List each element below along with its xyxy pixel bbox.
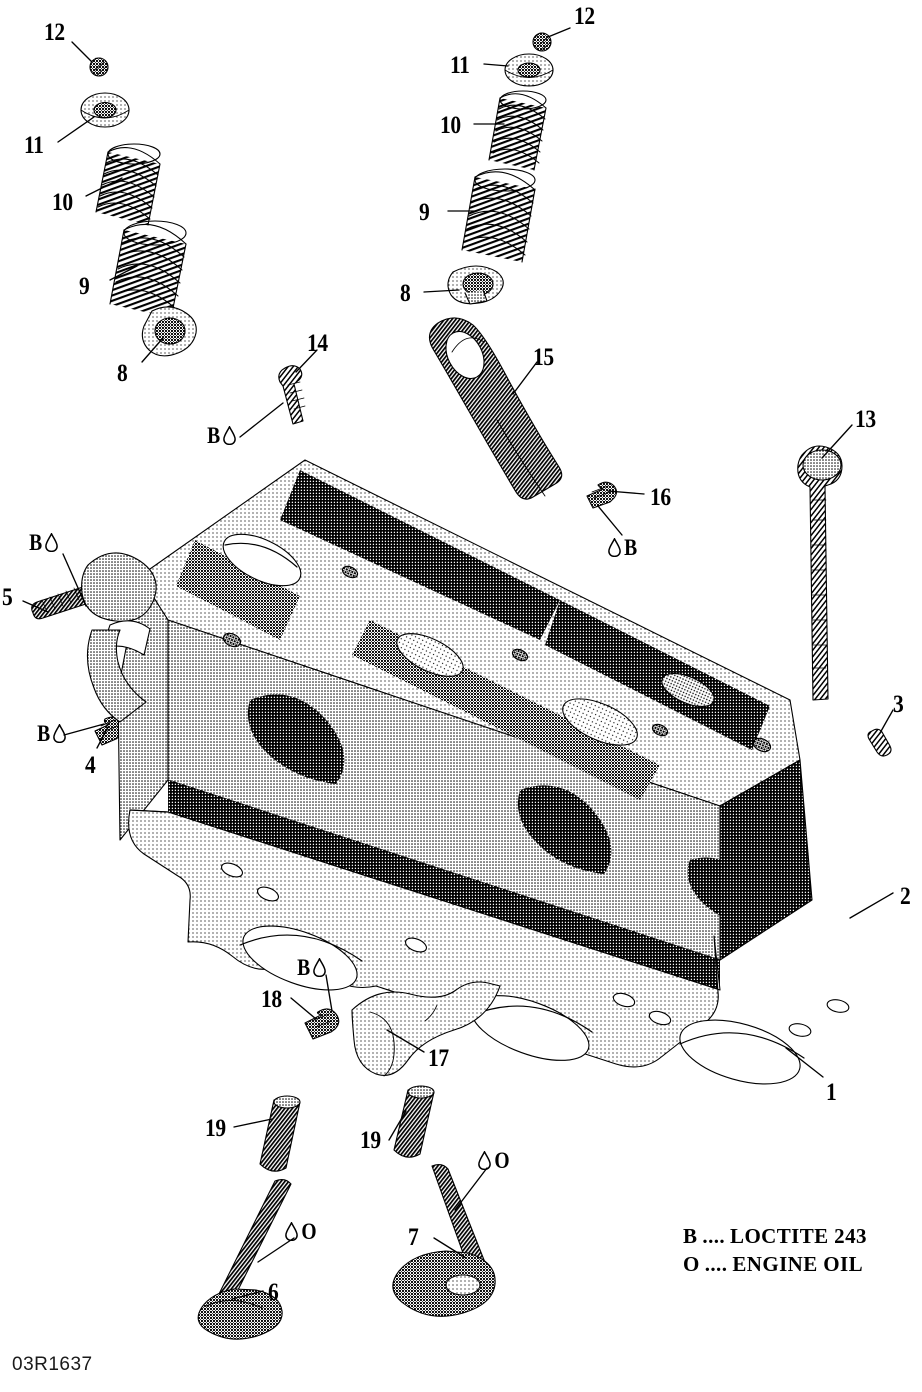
callout-number-11: 11 xyxy=(450,52,470,79)
callout-number-14: 14 xyxy=(307,330,328,357)
part-6-intake-valve xyxy=(197,1178,292,1340)
part-9-spring-outer-right xyxy=(461,168,536,263)
callout-number-19: 19 xyxy=(205,1115,226,1142)
fluid-marker-letter: B xyxy=(29,530,43,555)
droplet-icon xyxy=(285,1222,298,1241)
callout-number-19: 19 xyxy=(360,1127,381,1154)
part-12-cotter-right xyxy=(532,32,552,52)
callout-number-5: 5 xyxy=(2,584,13,611)
part-3-dowel xyxy=(867,728,892,757)
part-12-cotter-left xyxy=(89,57,109,77)
fluid-marker-letter: O xyxy=(494,1148,510,1173)
fluid-marker-o: O xyxy=(478,1149,511,1172)
callout-number-11: 11 xyxy=(24,132,44,159)
part-10-spring-inner-left xyxy=(95,143,161,226)
callout-number-3: 3 xyxy=(893,691,904,718)
droplet-icon xyxy=(313,958,327,977)
callout-number-6: 6 xyxy=(268,1279,279,1306)
droplet-icon xyxy=(478,1151,491,1170)
droplet-icon xyxy=(45,533,59,552)
fluid-marker-o: O xyxy=(285,1220,318,1243)
callout-number-7: 7 xyxy=(408,1224,419,1251)
part-10-spring-inner-right xyxy=(488,90,547,171)
callout-number-8: 8 xyxy=(117,360,128,387)
callout-number-15: 15 xyxy=(533,344,554,371)
callout-number-9: 9 xyxy=(419,199,430,226)
legend-text: LOCTITE 243 xyxy=(730,1224,867,1248)
fluid-marker-letter: B xyxy=(207,423,221,448)
fluid-marker-b: B xyxy=(296,955,327,980)
part-9-spring-outer-left xyxy=(109,220,187,319)
part-18-bolt xyxy=(304,1008,340,1040)
part-14-stud xyxy=(278,365,306,425)
callout-number-16: 16 xyxy=(650,484,671,511)
part-15-bracket xyxy=(428,317,563,500)
part-13-head-bolt xyxy=(797,445,843,701)
fluid-marker-letter: B xyxy=(37,721,51,746)
callout-number-12: 12 xyxy=(574,3,595,30)
legend-text: ENGINE OIL xyxy=(732,1252,863,1276)
part-1-gasket xyxy=(128,809,850,1085)
part-16-screw xyxy=(586,481,618,509)
droplet-icon xyxy=(608,538,621,557)
callout-number-2: 2 xyxy=(900,883,911,910)
part-2-cylinder-head-body xyxy=(81,459,813,990)
fluid-marker-letter: B xyxy=(297,955,311,980)
legend-key: O xyxy=(683,1252,700,1276)
callout-number-8: 8 xyxy=(400,280,411,307)
droplet-icon xyxy=(223,426,237,445)
part-11-retainer-left xyxy=(80,92,130,128)
legend-dots: .... xyxy=(702,1224,726,1248)
callout-number-12: 12 xyxy=(44,19,65,46)
drawing-number: 03R1637 xyxy=(12,1354,93,1375)
callout-number-4: 4 xyxy=(85,752,96,779)
callout-number-13: 13 xyxy=(855,406,876,433)
leader-lines xyxy=(22,27,894,1300)
legend-row: O....ENGINE OIL xyxy=(683,1250,867,1278)
droplet-icon xyxy=(53,724,67,743)
callout-number-10: 10 xyxy=(52,189,73,216)
fluid-marker-letter: O xyxy=(301,1219,317,1244)
callout-number-1: 1 xyxy=(826,1079,837,1106)
fluid-marker-b: B xyxy=(36,721,67,746)
legend-key: B xyxy=(683,1224,698,1248)
fluid-marker-b: B xyxy=(608,536,638,559)
part-8-seat-left xyxy=(141,306,197,357)
legend-dots: .... xyxy=(704,1252,728,1276)
fluid-marker-b: B xyxy=(28,530,59,555)
part-7-exhaust-valve xyxy=(392,1163,496,1317)
part-8-seat-right xyxy=(447,265,504,305)
fluid-marker-letter: B xyxy=(624,535,638,560)
fluid-marker-b: B xyxy=(206,423,237,448)
callout-number-17: 17 xyxy=(428,1045,449,1072)
callout-number-9: 9 xyxy=(79,273,90,300)
part-11-retainer-right xyxy=(504,53,554,87)
legend-row: B....LOCTITE 243 xyxy=(683,1222,867,1250)
part-17-support-bracket xyxy=(351,981,501,1077)
part-19-stem-seal-left xyxy=(259,1095,301,1172)
part-19-stem-seal-right xyxy=(393,1085,435,1158)
callout-number-10: 10 xyxy=(440,112,461,139)
callout-number-18: 18 xyxy=(261,986,282,1013)
